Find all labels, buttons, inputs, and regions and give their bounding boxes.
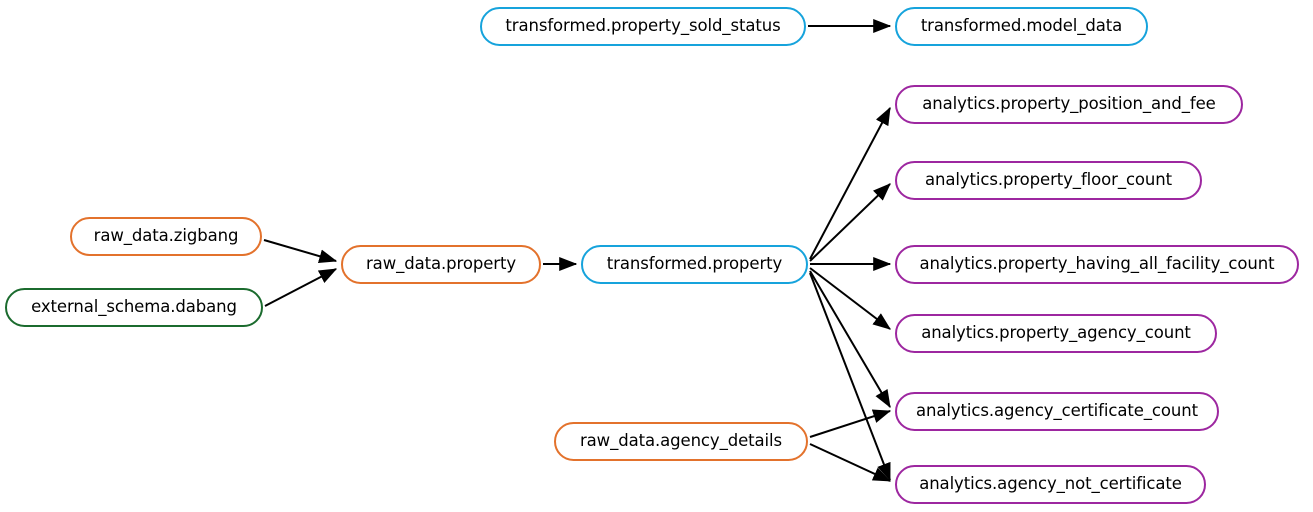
node-label: analytics.agency_not_certificate: [919, 474, 1182, 494]
node-label: analytics.property_floor_count: [924, 170, 1173, 190]
node-label: analytics.agency_certificate_count: [916, 401, 1198, 421]
edge-raw-data-agency-details-to-analytics-agency-certificate-count: [809, 409, 892, 438]
node-analytics-property-floor-count[interactable]: analytics.property_floor_count: [895, 161, 1202, 200]
edge-transformed-property-to-analytics-agency-certificate-count: [809, 270, 891, 409]
node-transformed-property[interactable]: transformed.property: [581, 245, 808, 284]
edge-external-schema-dabang-to-raw-data-property: [264, 268, 338, 307]
node-analytics-agency-not-certificate[interactable]: analytics.agency_not_certificate: [895, 465, 1206, 504]
node-label: raw_data.property: [366, 254, 516, 274]
node-label: transformed.property_sold_status: [505, 16, 781, 36]
node-transformed-property-sold-status[interactable]: transformed.property_sold_status: [480, 7, 806, 46]
node-label: transformed.property: [606, 254, 783, 274]
node-label: analytics.property_agency_count: [921, 323, 1191, 343]
node-transformed-model-data[interactable]: transformed.model_data: [895, 7, 1148, 46]
node-label: raw_data.zigbang: [93, 226, 239, 246]
node-label: analytics.property_position_and_fee: [922, 94, 1216, 114]
node-analytics-property-having-all-facility-count[interactable]: analytics.property_having_all_facility_c…: [895, 245, 1299, 284]
node-raw-data-zigbang[interactable]: raw_data.zigbang: [70, 217, 262, 256]
node-analytics-property-agency-count[interactable]: analytics.property_agency_count: [895, 314, 1217, 353]
node-label: transformed.model_data: [920, 16, 1123, 36]
edge-transformed-property-to-analytics-agency-not-certificate: [809, 272, 891, 482]
edge-transformed-property-to-analytics-property-position-and-fee: [809, 106, 891, 260]
edge-transformed-property-to-analytics-property-agency-count: [809, 267, 891, 330]
node-external-schema-dabang[interactable]: external_schema.dabang: [5, 288, 263, 327]
node-label: raw_data.agency_details: [579, 431, 782, 451]
node-label: analytics.property_having_all_facility_c…: [919, 254, 1275, 274]
edge-transformed-property-to-analytics-property-floor-count: [809, 183, 891, 262]
node-analytics-property-position-and-fee[interactable]: analytics.property_position_and_fee: [895, 85, 1243, 124]
node-analytics-agency-certificate-count[interactable]: analytics.agency_certificate_count: [895, 392, 1219, 431]
edge-raw-data-agency-details-to-analytics-agency-not-certificate: [809, 443, 892, 482]
node-raw-data-agency-details[interactable]: raw_data.agency_details: [554, 422, 808, 461]
node-raw-data-property[interactable]: raw_data.property: [341, 245, 541, 284]
edge-raw-data-zigbang-to-raw-data-property: [263, 239, 338, 264]
node-label: external_schema.dabang: [31, 297, 237, 317]
